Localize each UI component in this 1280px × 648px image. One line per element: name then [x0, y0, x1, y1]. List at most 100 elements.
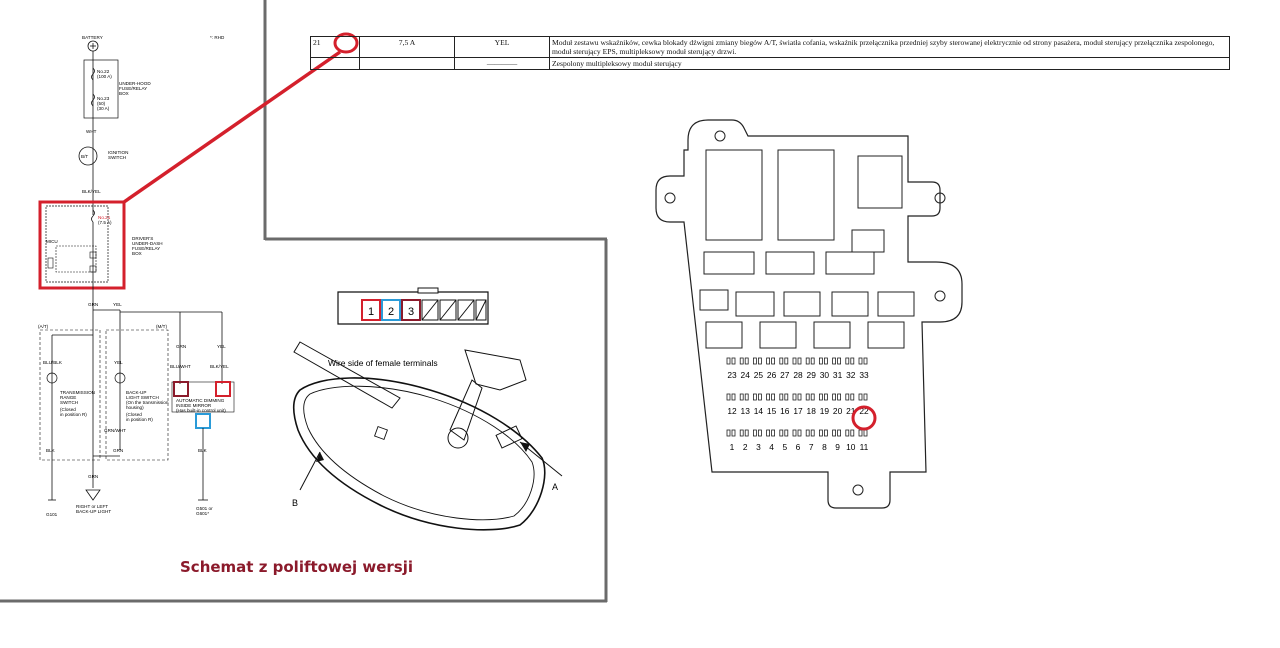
cell-wire: ————	[454, 57, 550, 70]
fuse-slot	[797, 393, 802, 401]
fuse-slot	[739, 357, 744, 365]
underdash-label-2: UNDER-DASH	[132, 241, 163, 246]
fuse-slot	[758, 393, 762, 401]
fuse-slot	[731, 357, 736, 365]
fuse-number-25: 25	[754, 370, 764, 380]
fuse-slot	[863, 357, 868, 365]
fuse-slot	[771, 429, 776, 437]
ground-g101: G101	[46, 512, 58, 517]
connector-pin-2: 2	[388, 306, 394, 318]
fuse-number-17: 17	[793, 406, 803, 416]
fuse-slot	[726, 357, 731, 365]
ground-label-2: G601*	[196, 511, 209, 516]
underhood-label-1: UNDER-HOOD	[119, 81, 151, 86]
fuse-slot	[731, 429, 736, 437]
caption: Schemat z poliftowej wersji	[180, 558, 414, 576]
mirror-label-3: (Has built-in control unit)	[176, 408, 226, 413]
fuse23-amp: (30 A)	[97, 106, 110, 111]
fuse-slot	[779, 357, 784, 365]
fuse-number-18: 18	[807, 406, 817, 416]
fuse-number-24: 24	[741, 370, 751, 380]
fuse-slot	[753, 357, 757, 365]
mirror-pin1-highlight	[173, 381, 189, 397]
fuse-slot	[771, 393, 776, 401]
fuse-slot	[823, 357, 828, 365]
micu-highlight	[38, 200, 126, 290]
fuse-slot	[810, 393, 815, 401]
connector-caption: Wire side of female terminals	[328, 358, 438, 368]
fuse-slot	[832, 357, 837, 365]
wiring-schematic: BATTERY *: RHD No.22 (100 A) UNDER-HOOD …	[38, 35, 235, 517]
mirror-connector-drawing: 1 2 3 Wire side of female terminals A B	[292, 287, 563, 531]
fuse-slot	[753, 393, 757, 401]
wire-yel: YEL	[113, 302, 122, 307]
connector-pins: 1 2 3	[361, 299, 487, 321]
fuse-number-2: 2	[743, 442, 748, 452]
fuse-number-11: 11	[860, 442, 869, 452]
fuse-number-32: 32	[846, 370, 856, 380]
fuse-number-7: 7	[809, 442, 814, 452]
fuse-number-5: 5	[782, 442, 787, 452]
fuse-slot	[766, 357, 770, 365]
underhood-box	[83, 59, 119, 119]
fuse-slot	[792, 357, 797, 365]
fuse-number-27: 27	[780, 370, 790, 380]
fuse-number-23: 23	[727, 370, 737, 380]
fuse-slot	[805, 357, 810, 365]
backup-switch-6: in position R)	[126, 417, 153, 422]
fuse-slot	[805, 429, 810, 437]
wire-wht: WHT	[86, 129, 97, 134]
backup-switch-3: (On the transmission	[126, 400, 169, 405]
legend-label: *: RHD	[210, 35, 225, 40]
fuse-slot	[766, 429, 770, 437]
wire-yel-3: YEL	[217, 344, 226, 349]
micu-label: MICU	[46, 239, 58, 244]
wire-blu-wht: BLU/WHT	[170, 364, 191, 369]
fuse-slot	[818, 429, 823, 437]
backup-switch-4: housing)	[126, 405, 144, 410]
fuse-slot	[810, 429, 815, 437]
backup-light-2: BACK-UP LIGHT	[76, 509, 111, 514]
fuse-number-15: 15	[767, 406, 777, 416]
trans-switch-1: TRANSMISSION	[60, 390, 95, 395]
wire-yel-2: YEL	[114, 360, 123, 365]
trans-switch-5: in position R)	[60, 412, 87, 417]
fuse-slot	[739, 429, 744, 437]
fuse-slot	[779, 429, 784, 437]
fuse-slot	[726, 393, 731, 401]
fuse-slot	[744, 393, 749, 401]
mirror-label-1: AUTOMATIC DIMMING	[176, 398, 225, 403]
mirror-pin3-highlight	[215, 381, 231, 397]
fuse-number-12: 12	[727, 406, 737, 416]
fuse-slot	[766, 393, 770, 401]
fuse-number-16: 16	[780, 406, 790, 416]
cell-amp	[359, 57, 455, 70]
fuse-slot	[771, 357, 776, 365]
wire-blk-2: BLK	[198, 448, 208, 453]
fuse-slot	[739, 393, 744, 401]
wire-blk-yel-2: BLK/YEL	[210, 364, 229, 369]
fuse22-amp: (100 A)	[97, 74, 112, 79]
fuse-slot	[863, 429, 868, 437]
fuse-slot	[797, 429, 802, 437]
marker-b: B	[292, 498, 298, 508]
wire-blk-yel: BLK/YEL	[82, 189, 101, 194]
connector-pin-3: 3	[408, 306, 414, 318]
fuse-slot	[810, 357, 815, 365]
fuse-slot	[837, 429, 842, 437]
fuse-slot	[758, 429, 762, 437]
fuse-number-21: 21	[846, 406, 856, 416]
underdash-label-1: DRIVER'S	[132, 236, 153, 241]
fuse-slot	[797, 357, 802, 365]
table-row: ———— Zespolony multipleksowy moduł steru…	[310, 57, 1230, 70]
underdash-box	[45, 205, 109, 283]
fuse-slot	[784, 429, 789, 437]
trans-switch-4: (Closed	[60, 407, 76, 412]
fuse-slot	[845, 429, 850, 437]
cell-wire: YEL	[454, 36, 550, 58]
ground-label-1: G501 or	[196, 506, 213, 511]
fuse-slot	[850, 393, 855, 401]
mirror-body	[292, 377, 546, 531]
fuse-number-13: 13	[741, 406, 751, 416]
cell-amp: 7,5 A	[359, 36, 455, 58]
